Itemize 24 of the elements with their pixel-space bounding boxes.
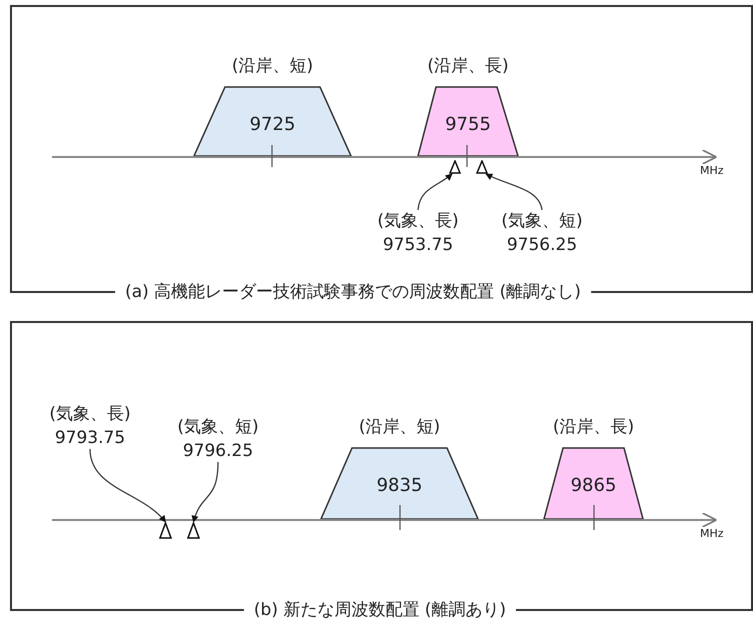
leader-arrow [89,448,166,523]
frequency-value: 9796.25 [182,440,254,462]
weather-label: (気象、長) [377,210,459,232]
frequency-value: 9725 [250,114,296,136]
frequency-value: 9755 [445,114,491,136]
leader-arrow [417,174,453,210]
panel-caption: (b) 新たな周波数配置 (離調あり) [244,599,516,621]
frequency-value: 9835 [376,475,422,497]
unit-label: MHz [700,164,724,177]
frequency-value: 9753.75 [382,234,454,256]
leader-arrow [192,462,219,523]
band-label: (沿岸、長) [427,55,509,77]
weather-label: (気象、長) [49,403,131,425]
frequency-value: 9793.75 [54,427,126,449]
panel-caption: (a) 高機能レーダー技術試験事務での周波数配置 (離調なし) [115,281,591,303]
weather-label: (気象、短) [177,416,259,438]
frequency-value: 9865 [570,475,616,497]
band-label: (沿岸、短) [358,416,440,438]
band-label: (沿岸、長) [552,416,634,438]
unit-label: MHz [700,527,724,540]
band-label: (沿岸、短) [232,55,314,77]
frequency-value: 9756.25 [506,234,578,256]
leader-arrow [485,173,543,210]
weather-label: (気象、短) [501,210,583,232]
